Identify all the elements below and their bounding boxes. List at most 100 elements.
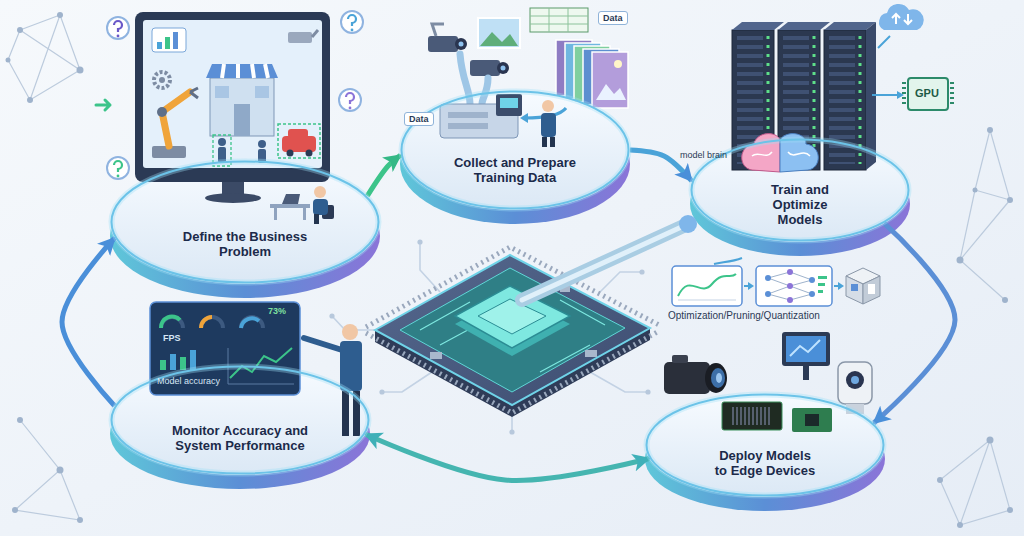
- data-pipe: [522, 224, 688, 300]
- monitoring-dashboard: [161, 317, 180, 328]
- optimization-flow: [678, 274, 736, 296]
- network-node: [57, 467, 64, 474]
- business-monitor: [306, 150, 313, 157]
- optimization-flow: [672, 258, 880, 306]
- central-chip: [430, 352, 442, 359]
- optimization-flow: [787, 269, 793, 303]
- engineer-figure: [342, 391, 349, 436]
- business-monitor: [135, 12, 330, 182]
- label-box: Deploy Models to Edge Devices: [713, 448, 817, 478]
- server-racks: [878, 36, 890, 48]
- data-collection: [530, 8, 588, 32]
- edge-devices: [805, 414, 819, 426]
- business-monitor: [205, 193, 261, 203]
- monitoring-dashboard: [180, 357, 186, 370]
- server-racks: [892, 14, 912, 24]
- edge-devices: [664, 362, 710, 394]
- chip-label: GPU: [915, 87, 939, 100]
- platform-glow: [647, 395, 884, 496]
- stage-platform: Define the Business Problem: [110, 160, 380, 284]
- business-monitor: [165, 37, 170, 49]
- data-collection: [500, 98, 518, 108]
- data-collection: [497, 62, 509, 74]
- optimization-flow: [768, 272, 812, 300]
- callout-label: model brain: [680, 150, 727, 160]
- network-node: [957, 257, 964, 264]
- gauge-label: FPS: [163, 333, 181, 343]
- data-collection: [480, 32, 518, 46]
- business-monitor: [173, 32, 178, 49]
- circuit-pad: [639, 269, 644, 274]
- monitoring-dashboard: [241, 317, 263, 328]
- question-bubble: [348, 15, 356, 26]
- platform-glow: [112, 162, 379, 283]
- business-monitor: [287, 150, 294, 157]
- data-collection: [501, 66, 506, 71]
- network-node: [6, 12, 1014, 528]
- platform-rim: [112, 162, 379, 283]
- question-bubble: [107, 17, 129, 39]
- business-monitor: [135, 12, 334, 224]
- circuit-trace: [590, 372, 648, 392]
- data-collection: [542, 137, 547, 147]
- business-monitor: [157, 107, 167, 117]
- business-monitor: [152, 28, 186, 52]
- engineer-figure: [342, 324, 358, 340]
- business-monitor: [215, 86, 229, 98]
- business-monitor: [313, 199, 328, 215]
- network-decoration: [15, 420, 80, 520]
- optimization-flow: [678, 300, 736, 301]
- network-node: [77, 67, 84, 74]
- edge-devices: [846, 371, 864, 389]
- monitoring-dashboard: [201, 317, 212, 328]
- business-monitor: [157, 42, 162, 49]
- business-monitor: [288, 32, 312, 43]
- platform-glow: [402, 92, 629, 209]
- business-monitor: [288, 129, 308, 138]
- optimization-flow: [787, 269, 793, 275]
- network-node: [987, 437, 994, 444]
- business-monitor: [258, 140, 266, 148]
- server-racks: [732, 22, 784, 30]
- edge-devices: [790, 340, 820, 356]
- platform-rim: [647, 395, 884, 496]
- circuit-pad: [645, 389, 650, 394]
- network-node: [1002, 297, 1008, 303]
- business-monitor: [154, 72, 170, 88]
- optimization-flow: [765, 275, 815, 297]
- data-collection: [614, 60, 622, 68]
- optimization-flow: [765, 275, 771, 281]
- chart-label: Model accuracy: [157, 376, 220, 386]
- data-pipe: [522, 215, 697, 300]
- stage-platform: Collect and Prepare Training Data: [400, 90, 630, 210]
- network-node: [17, 417, 23, 423]
- business-monitor: [218, 138, 226, 146]
- data-tag: Data: [598, 11, 628, 25]
- network-node: [17, 27, 23, 33]
- business-monitor: [282, 194, 300, 204]
- edge-devices: [716, 373, 722, 383]
- optimization-flow: [787, 283, 793, 289]
- network-decoration: [940, 440, 1010, 525]
- edge-devices: [722, 402, 782, 430]
- data-collection: [542, 100, 554, 112]
- platform-rim: [112, 367, 369, 474]
- label-box: Train and Optimize Models: [750, 182, 850, 227]
- network-node: [6, 58, 11, 63]
- circuit-pad: [417, 239, 422, 244]
- edge-devices: [782, 332, 830, 366]
- data-collection: [478, 18, 520, 48]
- business-monitor: [282, 136, 316, 152]
- network-node: [27, 97, 33, 103]
- label-box: Monitor Accuracy and System Performance: [160, 423, 320, 453]
- flow-arrow: [366, 434, 650, 480]
- central-chip: [478, 299, 546, 334]
- edge-devices: [838, 362, 872, 404]
- edge-devices: [711, 368, 725, 388]
- platform-glow: [112, 367, 369, 474]
- circuit-pad: [329, 313, 334, 318]
- circuit-trace: [420, 242, 440, 292]
- optimization-flow: [846, 276, 863, 304]
- network-decoration: [960, 130, 1010, 300]
